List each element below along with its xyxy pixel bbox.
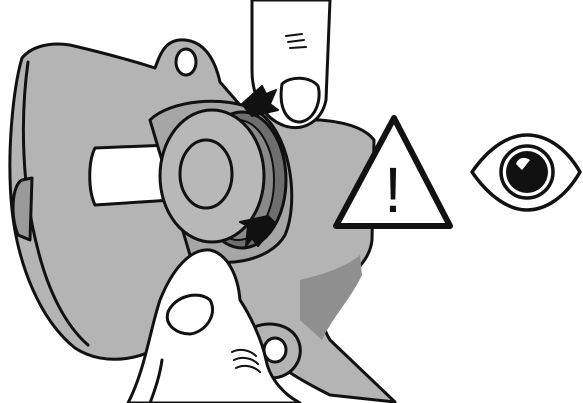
mounting-hole-top [176,49,196,75]
eye-icon [472,135,580,210]
fingernail [281,78,319,122]
piston-center [180,140,232,208]
mounting-hole-bottom [264,338,286,362]
warning-exclamation: ! [384,154,402,226]
caliper-edge-tab [13,178,32,240]
eye-pupil [506,151,548,193]
